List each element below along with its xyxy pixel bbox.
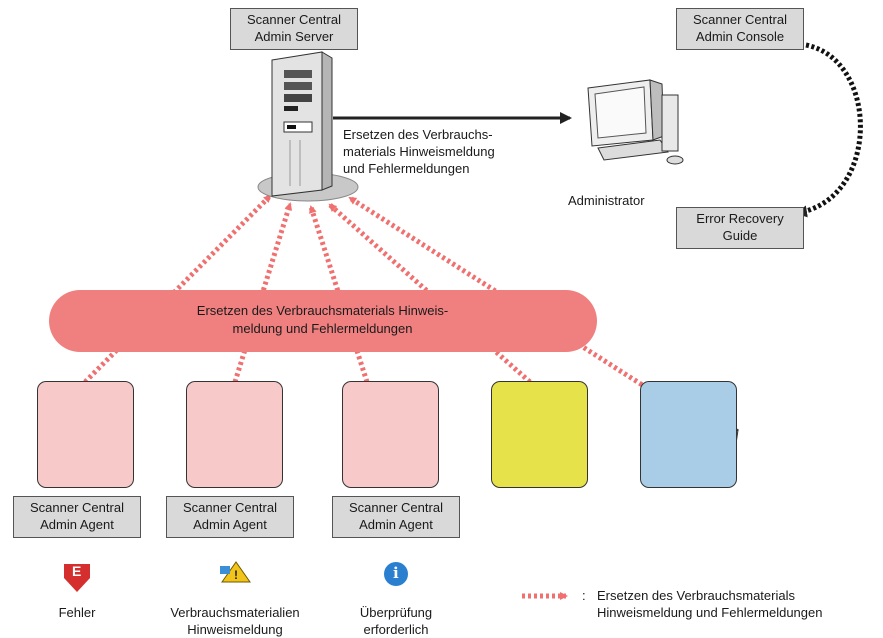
status-error-line1: Fehler — [58, 605, 96, 620]
server-label-box: Scanner Central Admin Server — [230, 8, 358, 50]
administrator-label: Administrator — [568, 193, 645, 208]
band-text: Ersetzen des Verbrauchsmaterials Hinweis… — [100, 302, 545, 338]
status-info-line1: Überprüfung — [359, 605, 433, 620]
console-to-recovery-arc — [795, 42, 863, 218]
info-icon-letter: i — [393, 564, 399, 582]
error-icon — [64, 564, 90, 592]
legend-line1: Ersetzen des Verbrauchsmaterials — [597, 588, 795, 603]
agent-label-box-3: Scanner Central Admin Agent — [332, 496, 460, 538]
console-label-box: Scanner Central Admin Console — [676, 8, 804, 50]
connector-agent-2 — [232, 202, 293, 383]
status-error-label: Fehler — [37, 604, 117, 621]
recovery-label-line2: Guide — [722, 228, 758, 243]
agent-tile-3 — [342, 381, 439, 488]
server-label-line1: Scanner Central — [247, 12, 341, 27]
agent-tile-1 — [37, 381, 134, 488]
recovery-label-line1: Error Recovery — [696, 211, 784, 226]
agent-label-box-2: Scanner Central Admin Agent — [166, 496, 294, 538]
agent-2-line2: Admin Agent — [193, 517, 267, 532]
notification-text: Ersetzen des Verbrauchs- materials Hinwe… — [343, 126, 495, 177]
status-warning-label: Verbrauchsmaterialien Hinweismeldung — [152, 604, 318, 638]
connector-agent-1 — [83, 194, 272, 384]
notification-line2: materials Hinweismeldung — [343, 144, 495, 159]
agent-1-line2: Admin Agent — [40, 517, 114, 532]
legend-separator: : — [582, 588, 586, 603]
info-icon — [384, 562, 408, 586]
agent-1-line1: Scanner Central — [30, 500, 124, 515]
warning-icon-letter: ! — [234, 568, 238, 582]
agent-2-line1: Scanner Central — [183, 500, 277, 515]
console-label-line1: Scanner Central — [693, 12, 787, 27]
band-text-line1: Ersetzen des Verbrauchsmaterials Hinweis… — [196, 303, 449, 318]
error-icon-letter: E — [72, 563, 82, 579]
scanner-tile-blue — [640, 381, 737, 488]
console-label-line2: Admin Console — [695, 29, 785, 44]
agent-3-line1: Scanner Central — [349, 500, 443, 515]
scanner-tile-yellow — [491, 381, 588, 488]
server-label-line2: Admin Server — [254, 29, 334, 44]
status-info-label: Überprüfung erforderlich — [346, 604, 446, 638]
recovery-guide-box: Error Recovery Guide — [676, 207, 804, 249]
server-tower-icon — [271, 51, 333, 197]
agent-3-line2: Admin Agent — [359, 517, 433, 532]
administrator-computer-icon — [587, 79, 684, 165]
status-info-line2: erforderlich — [363, 622, 429, 637]
legend-line2: Hinweismeldung und Fehlermeldungen — [597, 605, 823, 620]
band-text-line2: meldung und Fehlermeldungen — [232, 321, 413, 336]
notification-line1: Ersetzen des Verbrauchs- — [343, 127, 493, 142]
status-warning-line1: Verbrauchsmaterialien — [170, 605, 300, 620]
agent-tile-2 — [186, 381, 283, 488]
notification-band — [49, 290, 597, 352]
agent-label-box-1: Scanner Central Admin Agent — [13, 496, 141, 538]
warning-icon — [220, 561, 251, 583]
notification-line3: und Fehlermeldungen — [343, 161, 470, 176]
status-warning-line2: Hinweismeldung — [187, 622, 283, 637]
legend-text: Ersetzen des Verbrauchsmaterials Hinweis… — [597, 587, 822, 621]
